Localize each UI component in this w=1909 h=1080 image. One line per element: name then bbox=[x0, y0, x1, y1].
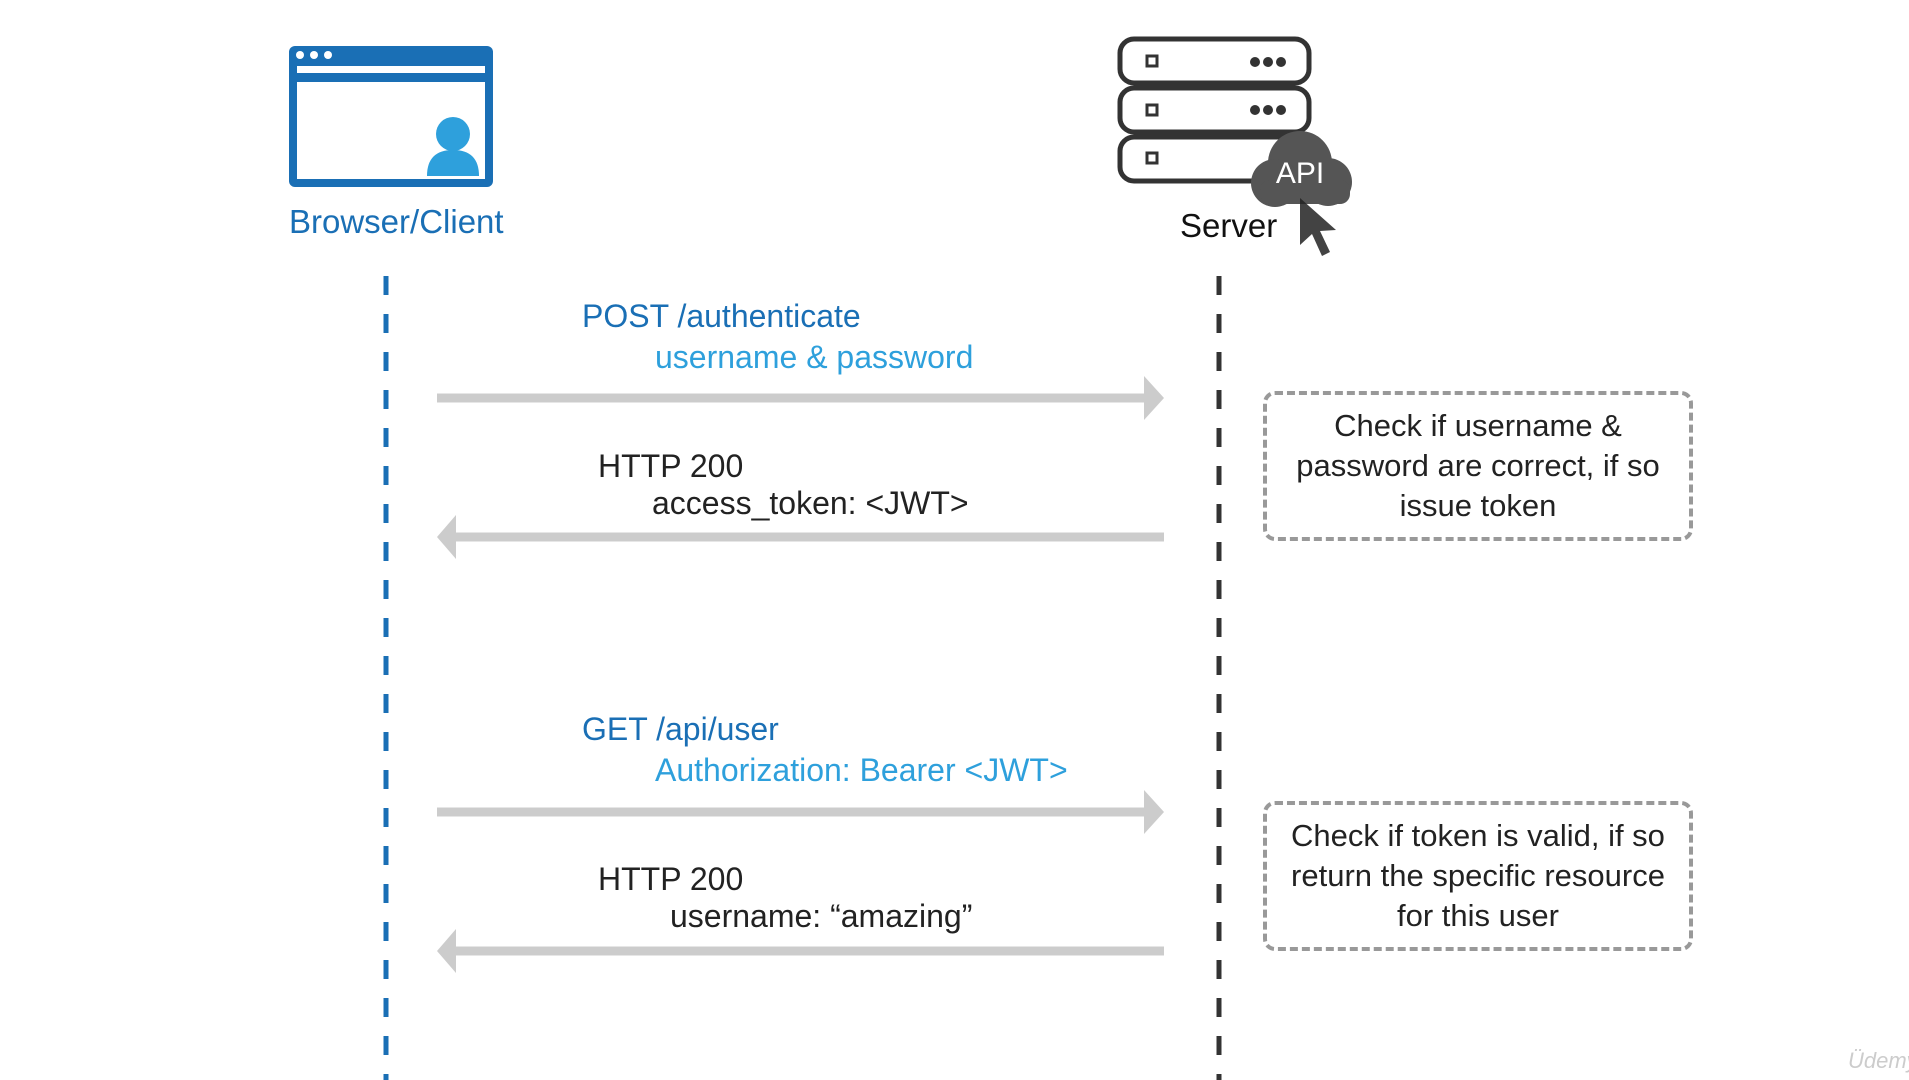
message-title: HTTP 200 bbox=[598, 861, 744, 897]
message-detail: username: “amazing” bbox=[670, 898, 973, 934]
mouse-cursor-icon bbox=[1300, 198, 1336, 256]
message-detail: Authorization: Bearer <JWT> bbox=[655, 752, 1068, 788]
server-note: Check if token is valid, if so return th… bbox=[1263, 801, 1693, 951]
server-note: Check if username & password are correct… bbox=[1263, 391, 1693, 541]
watermark: Üdemy bbox=[1848, 1048, 1909, 1073]
arrow-response-token bbox=[437, 515, 1164, 559]
browser-user-icon bbox=[289, 46, 493, 187]
message-title: POST /authenticate bbox=[582, 298, 861, 334]
server-note-text: Check if token is valid, if so return th… bbox=[1291, 818, 1665, 933]
server-note-text: Check if username & password are correct… bbox=[1296, 408, 1660, 523]
api-badge-label: API bbox=[1276, 157, 1324, 190]
message-title: HTTP 200 bbox=[598, 448, 744, 484]
client-label: Browser/Client bbox=[289, 203, 504, 240]
api-cloud-icon: API bbox=[1251, 131, 1352, 207]
message-title: GET /api/user bbox=[582, 711, 779, 747]
server-label: Server bbox=[1180, 207, 1278, 244]
message-detail: access_token: <JWT> bbox=[652, 485, 969, 521]
arrow-request-authenticate bbox=[437, 376, 1164, 420]
arrow-request-user bbox=[437, 790, 1164, 834]
message-detail: username & password bbox=[655, 339, 974, 375]
arrow-response-user bbox=[437, 929, 1164, 973]
